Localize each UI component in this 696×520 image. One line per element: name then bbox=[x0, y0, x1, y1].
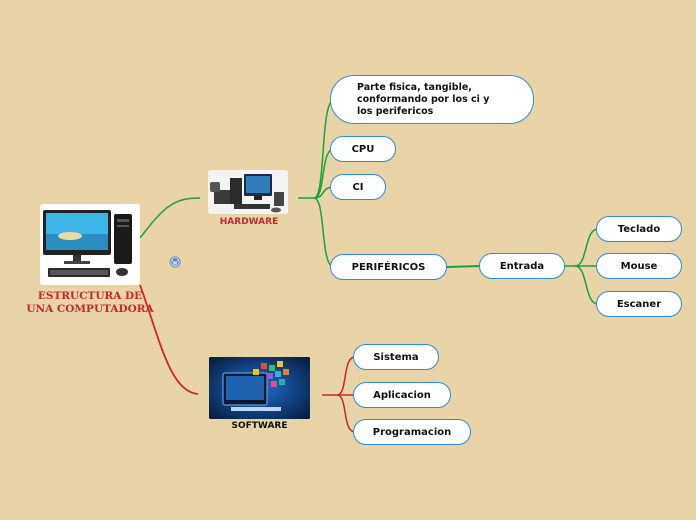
cpu-node[interactable]: CPU bbox=[330, 136, 396, 162]
wordpress-icon bbox=[169, 253, 181, 268]
entrada-node[interactable]: Entrada bbox=[479, 253, 565, 279]
software-image bbox=[209, 357, 310, 419]
teclado-node[interactable]: Teclado bbox=[596, 216, 682, 242]
hardware-label[interactable]: HARDWARE bbox=[219, 217, 279, 227]
mouse-node[interactable]: Mouse bbox=[596, 253, 682, 279]
root-title[interactable]: ESTRUCTURA DE UNA COMPUTADORA bbox=[26, 290, 154, 315]
computer-image bbox=[40, 204, 140, 285]
ci-node[interactable]: CI bbox=[330, 174, 386, 200]
programacion-node[interactable]: Programacion bbox=[353, 419, 471, 445]
aplicacion-node[interactable]: Aplicacion bbox=[353, 382, 451, 408]
perifericos-node[interactable]: PERIFÉRICOS bbox=[330, 254, 447, 280]
hardware-description-node[interactable]: Parte fisica, tangible, conformando por … bbox=[330, 75, 534, 124]
hardware-image bbox=[208, 170, 288, 214]
software-label[interactable]: SOFTWARE bbox=[231, 421, 288, 431]
sistema-node[interactable]: Sistema bbox=[353, 344, 439, 370]
escaner-node[interactable]: Escaner bbox=[596, 291, 682, 317]
